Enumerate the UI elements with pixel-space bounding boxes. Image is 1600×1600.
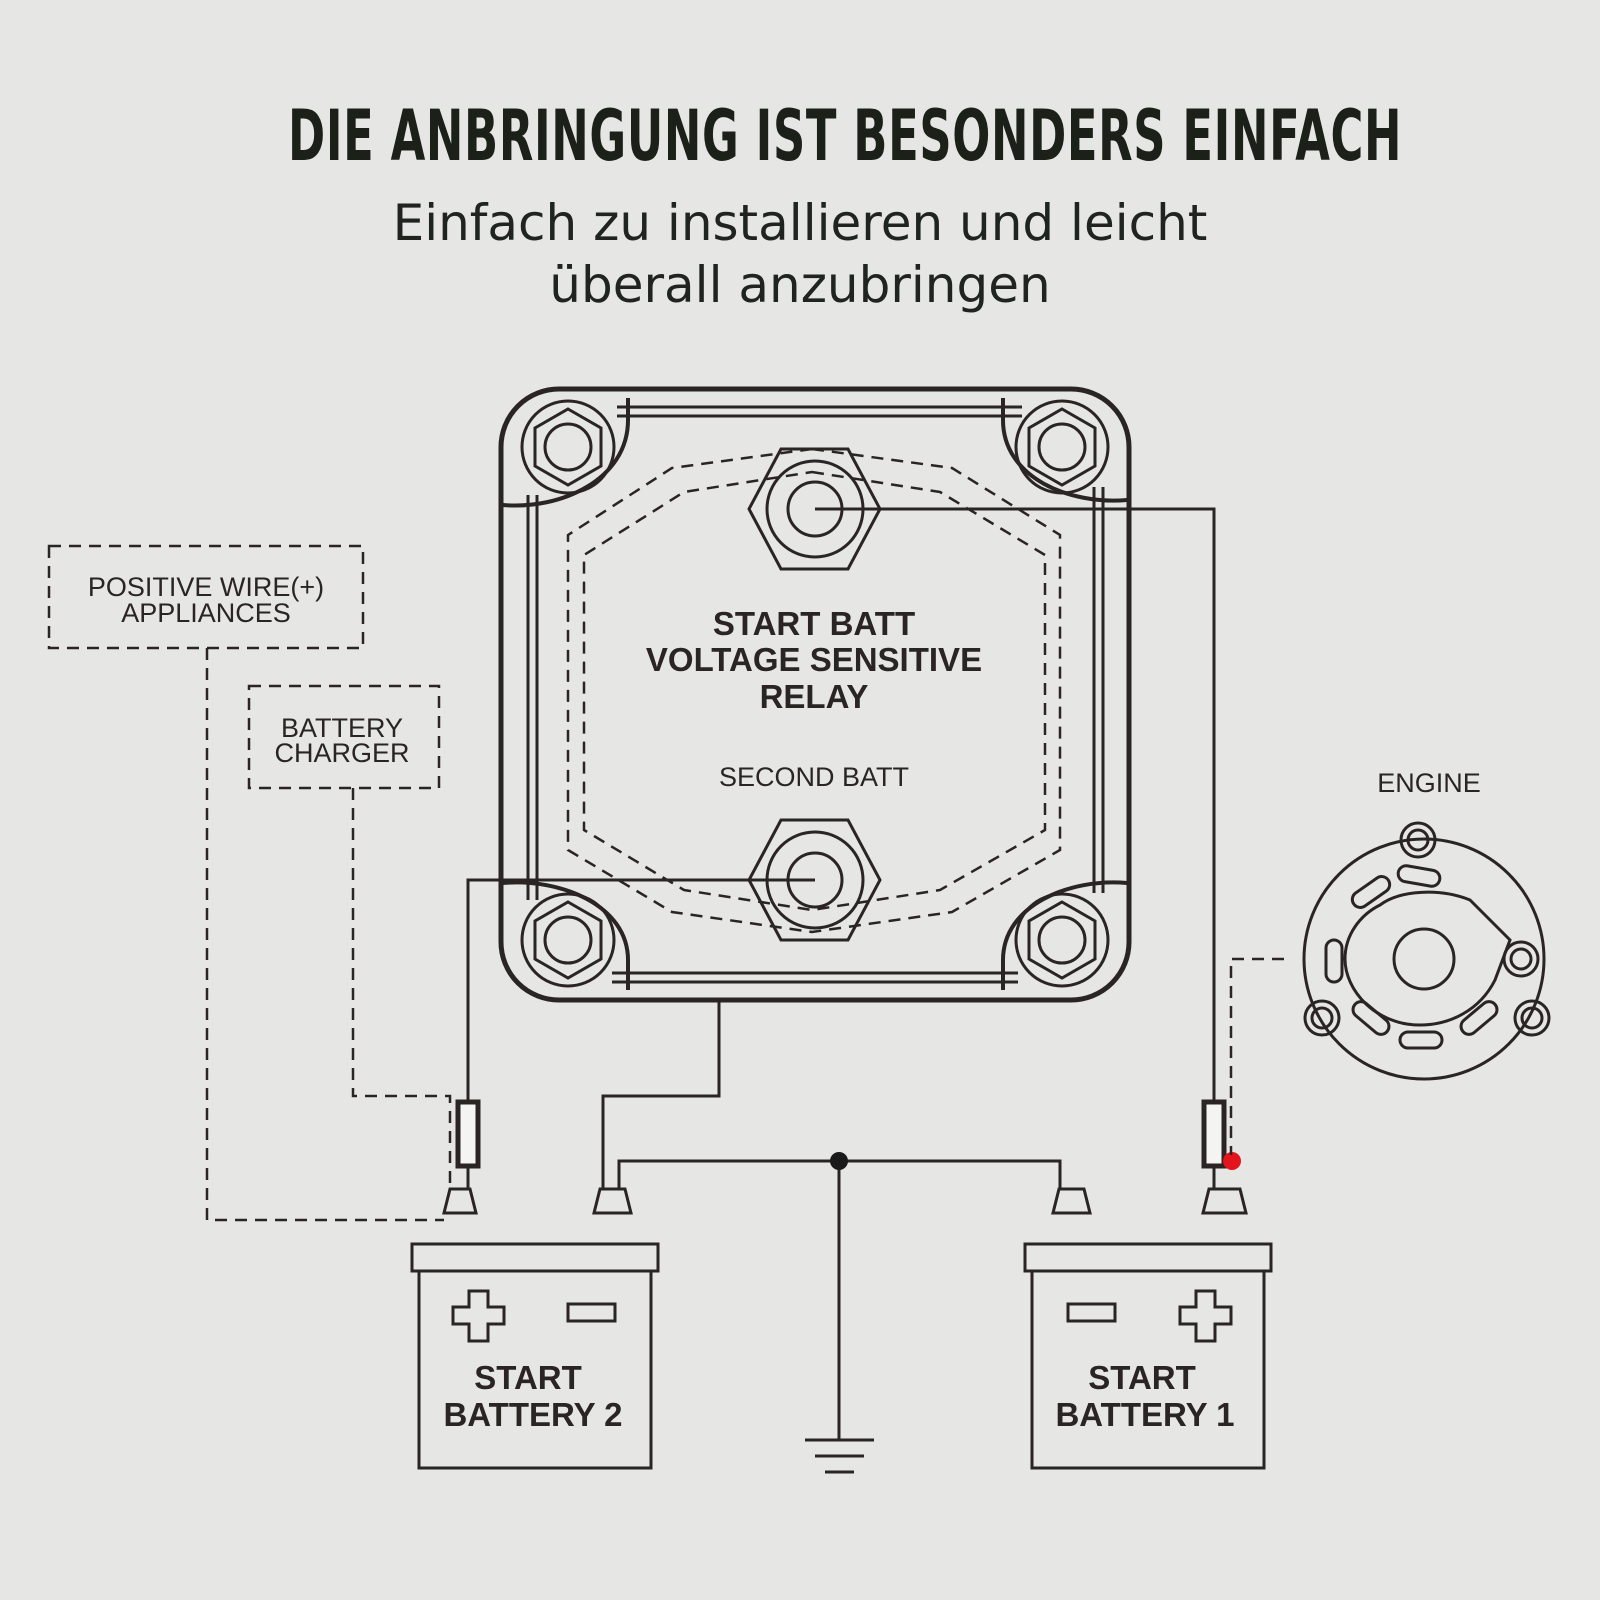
relay-edge-bottom: [612, 971, 1018, 984]
plus-icon: [451, 1289, 506, 1343]
relay-edge-top: [617, 405, 1022, 418]
bolt-top-left-icon: [520, 399, 616, 495]
page-title: DIE ANBRINGUNG IST BESONDERS EINFACH: [288, 95, 1403, 177]
battery-2-post-positive: [442, 1187, 478, 1215]
plus-icon: [1178, 1289, 1233, 1343]
relay-unit: [498, 386, 1132, 1003]
relay-edge-right: [1092, 487, 1105, 893]
ground-junction-dot: [830, 1152, 848, 1170]
relay-corner-tl: [502, 398, 630, 508]
battery-2-lid: [410, 1242, 660, 1273]
dashed-wires: [47, 544, 1284, 1222]
battery-1-post-positive: [1201, 1187, 1248, 1215]
bolt-bottom-left-icon: [520, 892, 616, 988]
charger-label-line-1: BATTERY: [281, 713, 403, 743]
battery-1-label-line-1: START: [1088, 1359, 1196, 1396]
appliances-label-line-2: APPLIANCES: [121, 598, 291, 628]
fuse-left-icon: [455, 1099, 481, 1169]
bolt-top-right-icon: [1014, 399, 1110, 495]
appliances-label-line-1: POSITIVE WIRE(+): [88, 572, 324, 602]
battery-2: [410, 1187, 660, 1470]
ground-symbol-icon: [805, 1438, 874, 1474]
engine-alternator-icon: [1302, 821, 1551, 1081]
relay-housing: [498, 386, 1132, 1003]
battery-2-post-negative: [592, 1187, 633, 1215]
battery-2-label-line-1: START: [474, 1359, 582, 1396]
relay-corner-tr: [1001, 398, 1128, 503]
wire-second-batt-to-battery-2: [466, 878, 815, 1100]
battery-1-label-line-2: BATTERY 1: [1055, 1396, 1234, 1433]
relay-corner-br: [1001, 880, 1128, 990]
battery-charger-box: [247, 684, 441, 790]
battery-1: [1023, 1187, 1273, 1470]
battery-1-lid: [1023, 1242, 1273, 1273]
relay-label-line-1: START BATT: [713, 605, 915, 642]
wire-charger-to-battery-2: [351, 788, 452, 1212]
red-marker-dot: [1223, 1152, 1241, 1170]
subtitle-line-1: Einfach zu installieren und leicht: [392, 194, 1208, 252]
relay-label-line-3: RELAY: [760, 678, 869, 715]
minus-icon: [566, 1302, 617, 1323]
battery-2-label-line-2: BATTERY 2: [443, 1396, 622, 1433]
second-batt-label: SECOND BATT: [719, 762, 909, 792]
relay-dash-inner: [582, 470, 1047, 912]
relay-edge-left: [526, 495, 539, 900]
page-subtitle: Einfach zu installieren und leicht übera…: [300, 192, 1300, 316]
wire-relay-ground: [601, 1000, 721, 1212]
wire-engine-to-battery-1: [1229, 957, 1284, 1155]
engine-label: ENGINE: [1377, 768, 1481, 798]
fuse-right-icon: [1201, 1099, 1227, 1169]
minus-icon: [1066, 1302, 1117, 1323]
relay-dash-outer: [566, 447, 1062, 934]
charger-label-line-2: CHARGER: [274, 738, 409, 768]
wire-appliances-to-battery-2: [205, 648, 444, 1222]
bolt-bottom-right-icon: [1014, 892, 1110, 988]
relay-label-line-2: VOLTAGE SENSITIVE: [646, 641, 982, 678]
appliances-box: [47, 544, 365, 650]
wire-start-batt-to-battery-1: [815, 507, 1216, 1100]
subtitle-line-2: überall anzubringen: [549, 256, 1051, 314]
battery-1-post-negative: [1051, 1187, 1092, 1215]
